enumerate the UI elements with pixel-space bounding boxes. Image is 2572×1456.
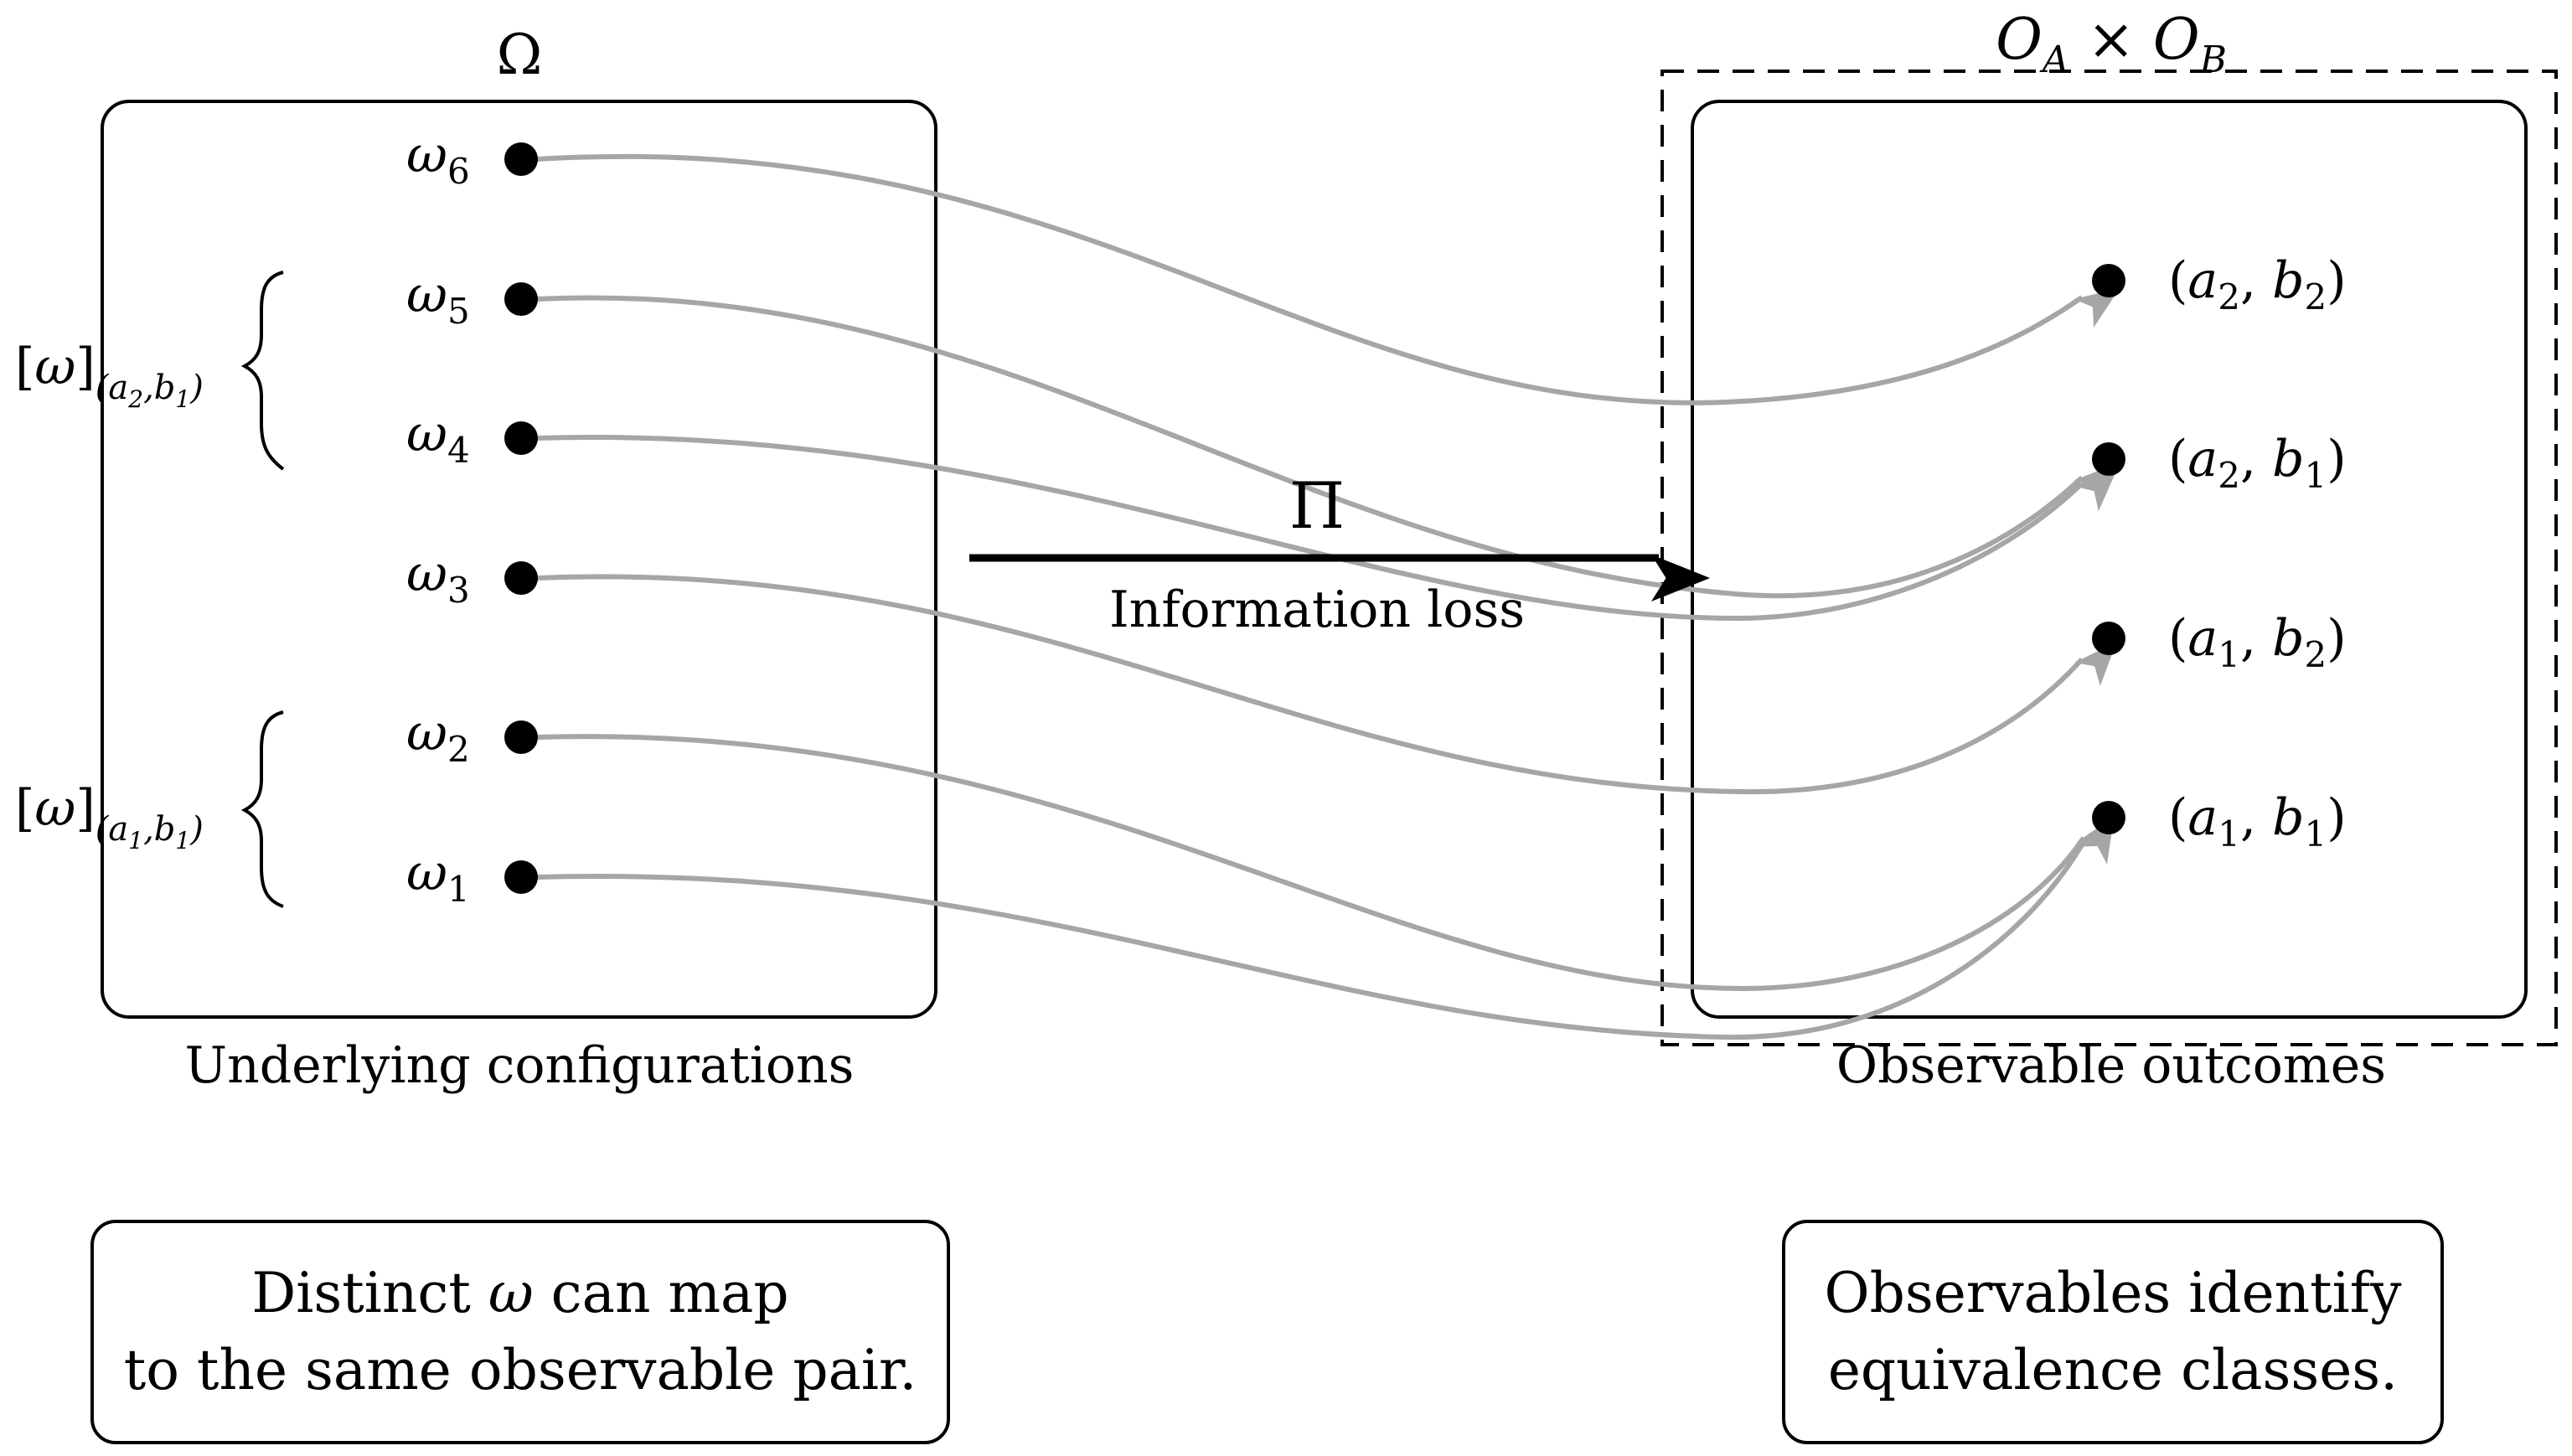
omega6-dot (504, 142, 538, 176)
curve-omega6 (535, 153, 2120, 405)
omega-set-caption: Underlying configurations (185, 1036, 855, 1095)
omega5-dot (504, 282, 538, 316)
note-left-line1: Distinct ω can map (251, 1261, 789, 1325)
note-right-line2: equivalence classes. (1827, 1338, 2399, 1402)
a2b2-dot (2092, 264, 2125, 297)
omega4-dot (504, 421, 538, 455)
a1b2-dot (2092, 622, 2125, 655)
note-left: Distinct ω can map to the same observabl… (90, 1220, 950, 1444)
a1b2-label: (a1, b2) (2168, 609, 2347, 675)
omega-set-title: Ω (497, 23, 543, 87)
a1b1-label: (a1, b1) (2168, 788, 2347, 854)
brace-lower (240, 710, 284, 908)
omega5-label: ω5 (406, 266, 470, 332)
a2b1-label: (a2, b1) (2168, 430, 2347, 496)
class-label-a1b1: [ω](a1,b1) (15, 779, 204, 854)
brace-upper (240, 271, 285, 471)
projection-symbol: Π (1289, 468, 1345, 543)
omega2-label: ω2 (406, 704, 470, 770)
outcome-set-caption: Observable outcomes (1836, 1036, 2386, 1095)
curve-omega5 (535, 295, 2118, 599)
omega2-dot (504, 720, 538, 754)
omega4-label: ω4 (406, 405, 470, 471)
curve-omega1 (535, 818, 2115, 1040)
omega3-dot (504, 561, 538, 595)
outcome-set-box (1691, 100, 2528, 1019)
note-right: Observables identify equivalence classes… (1782, 1220, 2444, 1444)
omega-set-box (101, 100, 937, 1019)
omega3-label: ω3 (406, 545, 470, 611)
projection-label: Information loss (1109, 581, 1525, 639)
note-left-line2: to the same observable pair. (123, 1338, 917, 1402)
a2b2-label: (a2, b2) (2168, 251, 2347, 318)
note-right-line1: Observables identify (1824, 1261, 2402, 1325)
a2b1-dot (2092, 442, 2125, 476)
omega-elements: ω6 ω5 ω4 ω3 ω2 ω1 (406, 126, 538, 910)
class-label-a2b1: [ω](a2,b1) (15, 338, 204, 413)
omega1-label: ω1 (406, 844, 470, 910)
outcome-elements: (a2, b2) (a2, b1) (a1, b2) (a1, b1) (2092, 251, 2347, 854)
omega1-dot (504, 860, 538, 894)
product-set-title: OA × OB (1996, 7, 2227, 81)
class-braces (240, 271, 285, 908)
omega6-label: ω6 (406, 126, 470, 192)
curve-omega4 (535, 435, 2118, 622)
mapping-curves (535, 153, 2120, 1040)
curve-omega3 (535, 574, 2117, 795)
product-set-dashed-box (1660, 70, 2558, 1046)
a1b1-dot (2092, 801, 2125, 834)
curve-omega2 (535, 734, 2115, 992)
